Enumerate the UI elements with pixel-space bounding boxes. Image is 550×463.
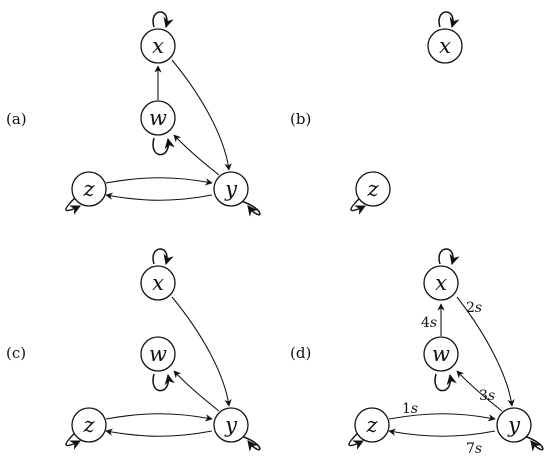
node-y: y [213, 171, 249, 207]
panel-d: (d) 4s 2s 3s 1s 7s x w z y [290, 248, 544, 457]
node-label-w: w [149, 106, 167, 130]
node-label-w: w [149, 342, 167, 366]
node-w: w [140, 100, 176, 136]
panel-label-b: (b) [290, 110, 311, 128]
node-w: w [140, 336, 176, 372]
node-x: x [140, 265, 176, 301]
node-z: z [71, 171, 107, 207]
edge-z-y [388, 413, 496, 422]
panel-c: (c) x w z y [6, 248, 261, 452]
self-loop-z [65, 430, 81, 450]
panel-label-c: (c) [6, 344, 26, 362]
node-label-x: x [435, 271, 447, 295]
edge-y-z [105, 428, 213, 437]
edge-y-z [388, 428, 496, 437]
node-label-y: y [224, 413, 238, 437]
self-loop-x [438, 11, 460, 29]
self-loop-w [434, 373, 457, 392]
node-y: y [496, 407, 532, 443]
edge-label-x-y: 2s [466, 300, 482, 316]
node-z: z [71, 407, 107, 443]
node-label-y: y [224, 177, 238, 201]
node-y: y [213, 407, 249, 443]
panel-a: (a) x w z y [6, 11, 261, 217]
node-z: z [355, 171, 391, 207]
edge-label-z-y: 1s [402, 401, 418, 417]
self-loop-y [240, 200, 261, 217]
self-loop-w [152, 373, 175, 392]
node-x: x [423, 265, 459, 301]
panel-b: (b) x z [290, 11, 463, 215]
edge-y-w [173, 134, 220, 176]
panel-label-a: (a) [6, 110, 27, 128]
self-loop-x [152, 11, 174, 29]
node-label-w: w [432, 342, 450, 366]
edge-y-w [173, 370, 220, 412]
edge-x-y [171, 296, 232, 407]
self-loop-x [438, 248, 460, 266]
self-loop-z [65, 195, 81, 215]
node-x: x [140, 28, 176, 64]
edge-z-y [105, 177, 213, 186]
node-w: w [423, 336, 459, 372]
self-loop-z [348, 430, 364, 450]
edge-z-y [105, 413, 213, 422]
edge-y-w [456, 370, 503, 412]
node-label-x: x [152, 34, 164, 58]
panel-label-d: (d) [290, 344, 311, 362]
edge-label-w-x: 4s [421, 315, 437, 331]
node-z: z [354, 407, 390, 443]
node-label-z: z [365, 413, 378, 437]
self-loop-y [523, 435, 544, 452]
node-label-x: x [152, 271, 164, 295]
edge-y-z [105, 192, 213, 201]
edge-label-y-w: 3s [479, 388, 495, 404]
node-label-z: z [366, 177, 379, 201]
node-label-z: z [82, 177, 95, 201]
self-loop-w [152, 137, 175, 156]
edge-x-y [456, 296, 515, 407]
self-loop-x [152, 248, 174, 266]
edge-label-y-z: 7s [466, 441, 482, 457]
node-x: x [427, 28, 463, 64]
self-loop-y [240, 435, 261, 452]
node-label-z: z [82, 413, 95, 437]
node-label-x: x [439, 34, 451, 58]
self-loop-z [350, 195, 366, 215]
edge-x-y [171, 59, 232, 171]
node-label-y: y [507, 413, 521, 437]
